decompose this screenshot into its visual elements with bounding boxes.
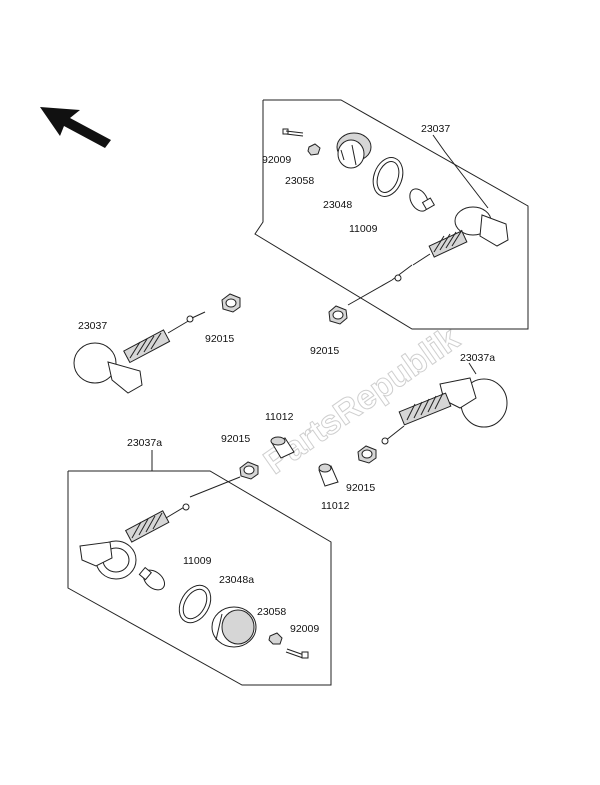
label-bot-23037a: 23037a: [127, 437, 162, 449]
washer-23058-bottom: [268, 632, 283, 645]
signal-housing-bottom: [79, 503, 190, 580]
washer-23058-top: [307, 143, 321, 156]
signal-housing-left: [73, 311, 206, 394]
label-top-92009: 92009: [262, 154, 291, 166]
label-top-23048: 23048: [323, 199, 352, 211]
screw-92009-top: [282, 128, 304, 137]
right-assembly-group: [381, 362, 508, 445]
label-left-23037: 23037: [78, 320, 107, 332]
label-top-11009: 11009: [349, 223, 378, 235]
label-center-11012-lower: 11012: [321, 500, 350, 512]
label-top-23037: 23037: [421, 123, 450, 135]
label-bot-23058: 23058: [257, 606, 286, 618]
spacer-11012-lower: [318, 463, 339, 487]
label-center-92015-lower: 92015: [346, 482, 375, 494]
label-bot-92009: 92009: [290, 623, 319, 635]
nut-92015-center-lower: [357, 445, 377, 464]
bulb-bottom: [138, 566, 166, 591]
lens-23048a-bottom: [211, 606, 257, 648]
label-bot-23048a: 23048a: [219, 574, 254, 586]
signal-housing-right: [381, 377, 508, 445]
lens-23048-top: [336, 132, 372, 169]
top-assembly-box: [254, 99, 529, 330]
gasket-11009-bottom: [178, 584, 212, 624]
left-assembly-group: [73, 293, 241, 394]
label-mid-92015-right: 92015: [310, 345, 339, 357]
screw-92009-bottom: [285, 648, 309, 659]
nut-92015-left: [221, 293, 241, 313]
bulb-top: [409, 188, 436, 212]
bottom-assembly-box: [67, 470, 332, 686]
label-center-11012-top: 11012: [265, 411, 294, 423]
label-top-23058: 23058: [285, 175, 314, 187]
label-left-92015: 92015: [205, 333, 234, 345]
top-assembly-group: [254, 99, 529, 330]
gasket-11009-top: [372, 157, 404, 197]
nut-92015-center: [239, 461, 259, 480]
signal-housing-top: [347, 206, 509, 306]
center-parts-group: [239, 436, 377, 487]
label-bot-11009: 11009: [183, 555, 212, 567]
label-right-23037a: 23037a: [460, 352, 495, 364]
nut-92015-mid: [328, 305, 348, 325]
bottom-assembly-group: [67, 450, 332, 686]
spacer-11012-center: [270, 436, 295, 459]
label-center-92015: 92015: [221, 433, 250, 445]
front-direction-arrow-icon: [40, 107, 111, 148]
